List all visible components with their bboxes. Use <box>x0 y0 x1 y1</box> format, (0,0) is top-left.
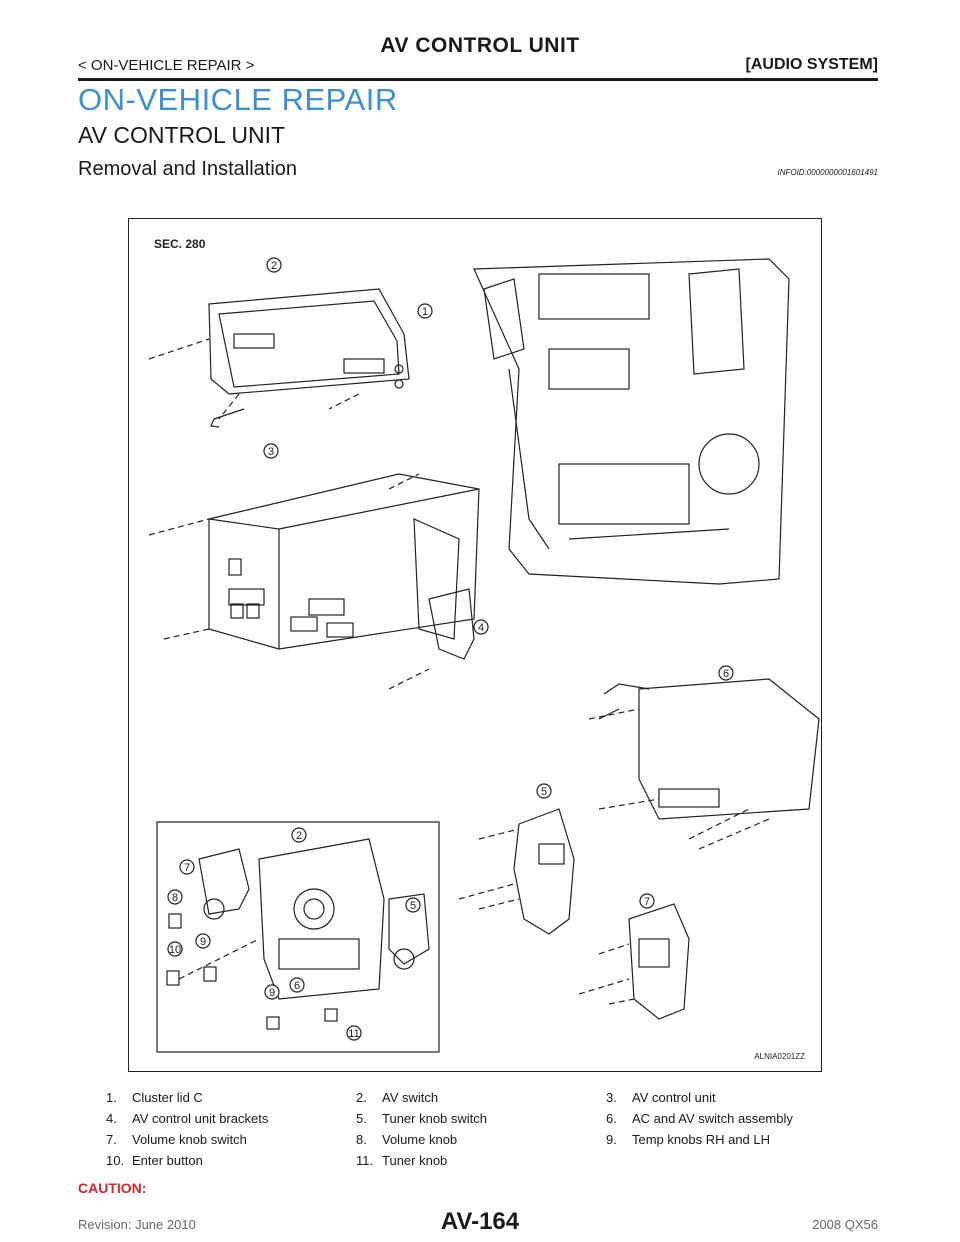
av-control-unit-part <box>148 473 480 650</box>
figure-code: ALNIA0201ZZ <box>754 1052 805 1061</box>
legend-item-number: 8. <box>356 1132 367 1147</box>
legend-item-text: Tuner knob switch <box>382 1111 488 1126</box>
inset-detail-box <box>156 821 440 1053</box>
header-rule <box>78 78 878 81</box>
exploded-view-drawing: 1 2 3 4 5 6 7 2 7 8 9 10 5 9 6 11 SEC. 280 ALNIA0201ZZ <box>148 237 820 1061</box>
legend-item-number: 10. <box>106 1153 125 1168</box>
inset-switch-panel <box>166 838 430 1030</box>
callout-circle <box>473 619 489 635</box>
legend-item: 8. Volume knob <box>356 1132 606 1153</box>
callout-number: 9 <box>200 936 206 948</box>
sec-label: SEC. 280 <box>154 237 206 251</box>
info-id: INFOID:0000000001601491 <box>777 168 878 177</box>
cluster-lid-part <box>473 258 790 585</box>
bracket-part <box>388 588 475 690</box>
legend-item: 3. AV control unit <box>606 1090 856 1111</box>
page-number: AV-164 <box>440 1208 520 1235</box>
caution-label: CAUTION: <box>78 1180 147 1196</box>
legend-row: 10. Enter button 11. Tuner knob <box>106 1153 866 1174</box>
legend-item-text: Temp knobs RH and LH <box>632 1132 771 1147</box>
legend-item: 10. Enter button <box>106 1153 356 1174</box>
legend-item: 1. Cluster lid C <box>106 1090 356 1111</box>
tuner-knob-switch-part <box>458 808 575 935</box>
legend-item <box>606 1153 856 1174</box>
callout-number: 2 <box>271 260 277 272</box>
callout-circle <box>179 859 195 875</box>
legend-item-number: 6. <box>606 1111 617 1126</box>
legend-item-text: Tuner knob <box>382 1153 448 1168</box>
header-section-label: < ON-VEHICLE REPAIR > <box>78 57 255 74</box>
callout-circle <box>291 827 307 843</box>
legend-item-text: Enter button <box>132 1153 203 1168</box>
ac-av-switch-assembly-part <box>588 678 820 850</box>
legend-item-number: 11. <box>356 1153 374 1168</box>
callout-number: 6 <box>723 668 729 680</box>
callout-circle <box>167 889 183 905</box>
callout-circle <box>718 665 734 681</box>
legend-item-number: 1. <box>106 1090 117 1105</box>
legend-row: 4. AV control unit brackets 5. Tuner knob s… <box>106 1111 866 1132</box>
exploded-view-figure: 1 2 3 4 5 6 7 2 7 8 9 10 5 9 6 11 SEC. 280 ALNIA0201ZZ <box>128 218 822 1072</box>
callout-circle <box>536 783 552 799</box>
callout-number: 7 <box>184 862 190 874</box>
legend-item-text: AC and AV switch assembly <box>632 1111 793 1126</box>
callout-number: 7 <box>644 896 650 908</box>
page-header-title: AV CONTROL UNIT <box>380 34 580 57</box>
section-heading: ON-VEHICLE REPAIR <box>78 82 398 117</box>
callout-number: 10 <box>169 944 181 956</box>
callout-circle <box>289 977 305 993</box>
legend-item-number: 9. <box>606 1132 617 1147</box>
legend-item: 7. Volume knob switch <box>106 1132 356 1153</box>
callout-number: 1 <box>422 306 428 318</box>
legend-item-number: 5. <box>356 1111 367 1126</box>
legend-item: 5. Tuner knob switch <box>356 1111 606 1132</box>
legend-row: 1. Cluster lid C 2. AV switch 3. AV control u… <box>106 1090 866 1111</box>
footer-revision: Revision: June 2010 <box>78 1217 196 1232</box>
legend-item: 9. Temp knobs RH and LH <box>606 1132 856 1153</box>
callout-number: 6 <box>294 980 300 992</box>
footer-model: 2008 QX56 <box>812 1217 878 1232</box>
legend-item: 6. AC and AV switch assembly <box>606 1111 856 1132</box>
legend-item-number: 4. <box>106 1111 117 1126</box>
legend-item-number: 7. <box>106 1132 117 1147</box>
callout-circle <box>266 257 282 273</box>
callout-circle <box>346 1025 362 1041</box>
legend-item-number: 3. <box>606 1090 617 1105</box>
callout-number: 4 <box>478 622 484 634</box>
legend-item-number: 2. <box>356 1090 367 1105</box>
callout-circle <box>263 443 279 459</box>
callout-number: 2 <box>296 830 302 842</box>
callout-circle <box>417 303 433 319</box>
legend-item: 11. Tuner knob <box>356 1153 606 1174</box>
legend-item-text: Cluster lid C <box>132 1090 203 1105</box>
callout-circle <box>264 984 280 1000</box>
callout-circle <box>639 893 655 909</box>
legend-row: 7. Volume knob switch 8. Volume knob 9. Temp … <box>106 1132 866 1153</box>
legend-item-text: Volume knob switch <box>132 1132 247 1147</box>
legend-item: 2. AV switch <box>356 1090 606 1111</box>
legend-item-text: AV control unit brackets <box>132 1111 269 1126</box>
volume-knob-switch-part <box>578 903 690 1020</box>
callout-number: 8 <box>172 892 178 904</box>
av-switch-part <box>148 288 410 428</box>
callout-number: 3 <box>268 446 274 458</box>
callout-circle <box>195 933 211 949</box>
callout-circle <box>167 941 183 957</box>
callout-number: 5 <box>541 786 547 798</box>
parts-legend: 1. Cluster lid C 2. AV switch 3. AV control u… <box>106 1090 866 1174</box>
legend-item-text: AV switch <box>382 1090 439 1105</box>
header-system-label: [AUDIO SYSTEM] <box>745 56 878 73</box>
legend-item: 4. AV control unit brackets <box>106 1111 356 1132</box>
callout-number: 5 <box>410 900 416 912</box>
legend-item-text: AV control unit <box>632 1090 716 1105</box>
legend-item-text: Volume knob <box>382 1132 458 1147</box>
callout-number: 9 <box>269 987 275 999</box>
subsection-heading: AV CONTROL UNIT <box>78 122 286 148</box>
procedure-heading: Removal and Installation <box>78 158 298 180</box>
callout-circle <box>405 897 421 913</box>
callout-number: 11 <box>348 1028 359 1040</box>
